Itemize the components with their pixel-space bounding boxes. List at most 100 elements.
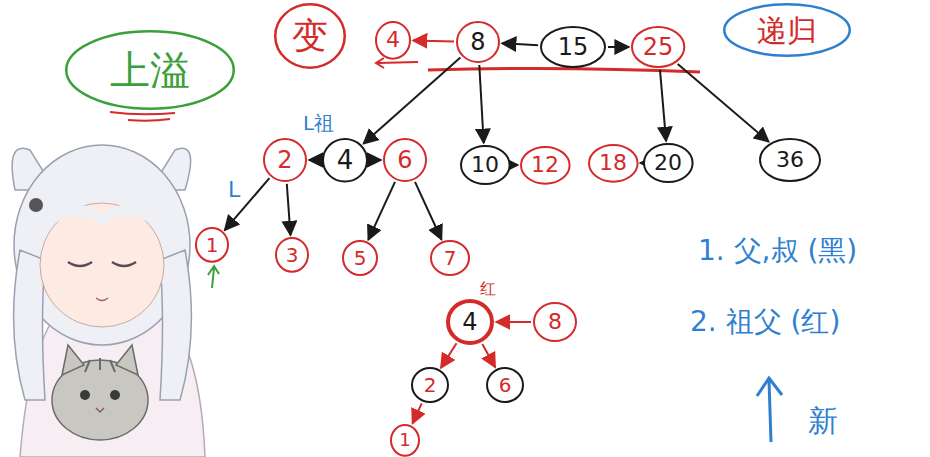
note-circle: 上溢: [65, 30, 235, 110]
pointer-arrow: [415, 182, 442, 240]
node-label: 6: [397, 147, 412, 173]
node-shape: [448, 301, 492, 343]
tree-node: 2: [263, 138, 307, 182]
node-shape: [66, 31, 234, 109]
tree-node: 5: [342, 240, 378, 276]
node-shape: [276, 238, 308, 272]
node-label: 上溢: [110, 48, 190, 92]
node-label: 12: [531, 153, 559, 177]
node-shape: [391, 425, 419, 456]
node-label: 20: [654, 151, 682, 175]
pointer-arrow: [608, 46, 629, 48]
node-label: 5: [354, 247, 367, 269]
node-label: 15: [558, 34, 589, 60]
pointer-arrow: [413, 403, 422, 423]
node-shape: [457, 22, 499, 62]
node-shape: [196, 228, 228, 262]
tree-node: 1: [195, 227, 229, 263]
node-shape: [724, 4, 850, 56]
tree-node: 15: [540, 26, 606, 68]
node-shape: [461, 146, 510, 184]
tree-node: 8: [533, 302, 577, 342]
node-shape: [534, 303, 576, 341]
node-label: 6: [499, 374, 512, 396]
node-label: 2: [277, 147, 292, 173]
note: 1. 父,叔 (黑): [698, 236, 857, 267]
node-shape: [632, 27, 684, 67]
note: 2. 祖父 (红): [690, 307, 840, 338]
node-label: 递归: [757, 14, 817, 47]
underline: [110, 112, 175, 121]
pointer-arrow: [660, 70, 666, 141]
tree-node: 7: [430, 240, 470, 276]
node-shape: [376, 22, 410, 59]
tree-node: 20: [643, 143, 694, 183]
pointer-arrow: [368, 182, 395, 240]
tree-node: 2: [411, 367, 449, 403]
node-shape: [760, 139, 820, 181]
tree-node: 6: [486, 367, 524, 403]
node-label: 18: [599, 151, 627, 175]
node-shape: [264, 139, 306, 181]
node-shape: [431, 241, 469, 275]
node-label: 3: [286, 244, 299, 266]
node-label: 1: [206, 234, 219, 256]
pointer-arrow: [502, 43, 538, 45]
node-label: 1: [399, 430, 410, 450]
up-arrow: [757, 378, 782, 442]
pointer-arrow: [287, 184, 291, 235]
tree-node: 10: [460, 145, 511, 185]
tree-node: 12: [520, 146, 571, 185]
pointer-arrow: [364, 58, 461, 144]
node-shape: [541, 27, 605, 67]
node-label: 2: [424, 374, 437, 396]
tree-node: 1: [390, 424, 420, 457]
tree-node: 4: [322, 138, 368, 183]
pointer-arrow: [441, 343, 457, 368]
node-shape: [589, 145, 638, 182]
pointer-arrow: [370, 159, 381, 161]
node-shape: [521, 147, 570, 184]
node-label: 10: [471, 153, 499, 177]
node-shape: [275, 4, 345, 68]
note-circle: 递归: [723, 3, 851, 57]
note-circle: 变: [274, 3, 346, 69]
character: [12, 145, 205, 457]
pointer-arrow: [225, 178, 270, 230]
node-shape: [644, 144, 693, 182]
tree-node: 6: [383, 138, 427, 182]
node-shape: [384, 139, 426, 181]
pointer-arrow: [482, 344, 495, 367]
pointer-arrow: [512, 164, 517, 166]
node-label: 8: [470, 29, 485, 55]
pointer-arrow: [479, 65, 483, 143]
node-label: 4: [386, 28, 400, 52]
tree-node: 25: [631, 26, 685, 68]
tree-node: 3: [275, 237, 309, 273]
tree-node: 4: [446, 299, 494, 345]
annotation: 红: [480, 280, 496, 298]
node-label: 7: [444, 247, 457, 269]
node-shape: [412, 368, 448, 402]
node-shape: [343, 241, 377, 275]
pointer-arrow: [639, 162, 641, 164]
node-label: 36: [776, 148, 804, 172]
pointer-arrow: [496, 321, 531, 323]
annotation: L: [228, 178, 240, 202]
node-label: 4: [337, 146, 354, 175]
tree-node: 8: [456, 21, 500, 63]
pointer-arrow: [309, 159, 320, 161]
small-arrow: [376, 58, 418, 68]
note: 新: [808, 404, 838, 437]
tree-node: 36: [759, 138, 821, 182]
tree-node: 4: [375, 21, 411, 60]
node-shape: [323, 139, 367, 182]
annotation: L祖: [303, 112, 334, 134]
small-arrow: [208, 266, 219, 288]
node-label: 变: [292, 16, 328, 56]
tree-node: 18: [588, 144, 639, 183]
pointer-arrow: [678, 64, 769, 142]
node-label: 25: [643, 34, 674, 60]
